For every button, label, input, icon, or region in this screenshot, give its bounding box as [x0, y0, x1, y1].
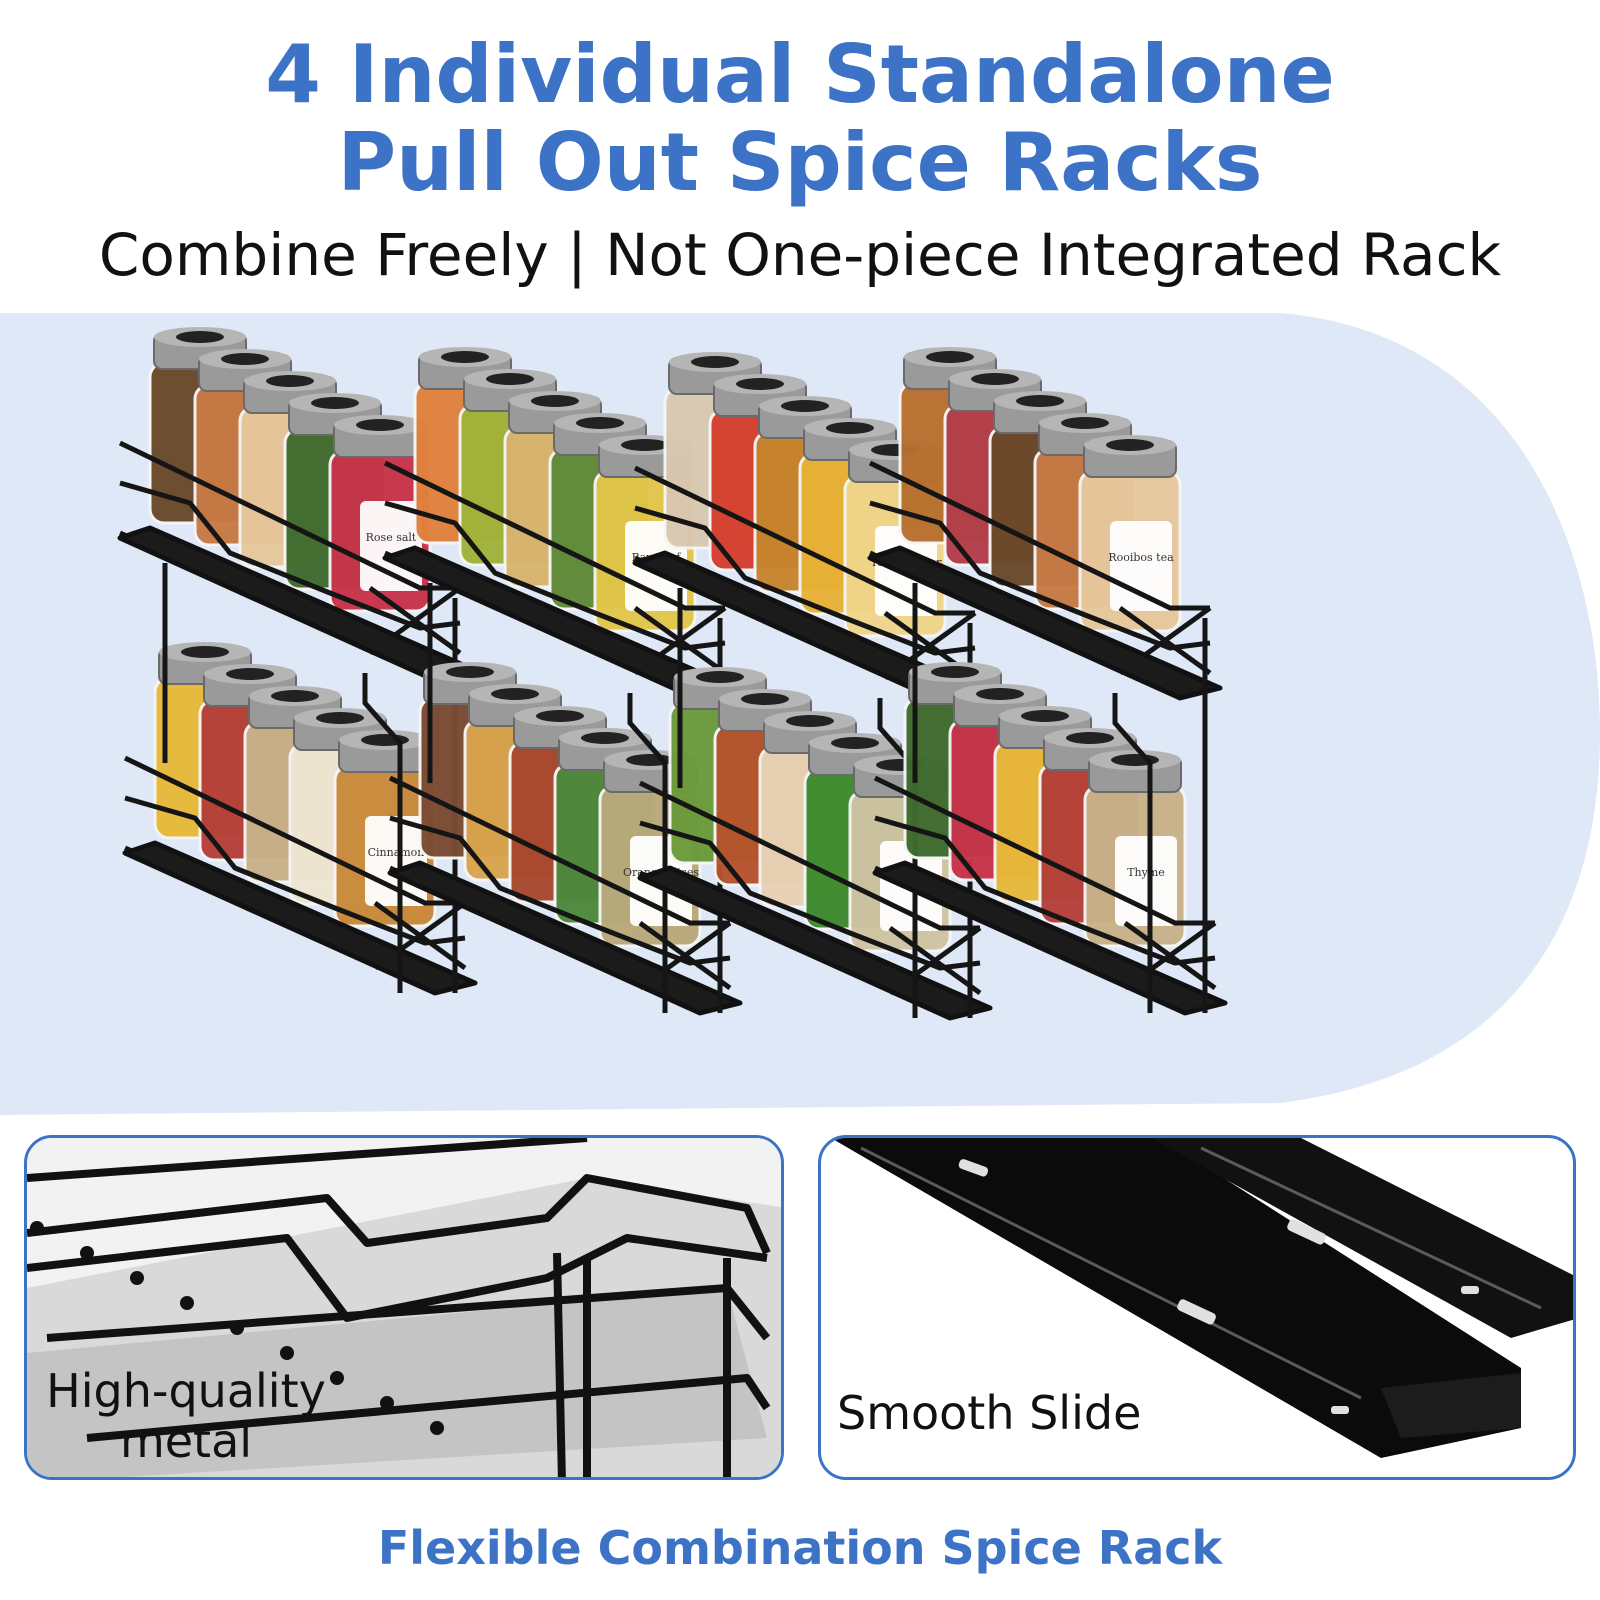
- spice-rack: Bay LeafOrange slices: [382, 347, 743, 1016]
- jar-label: Cinnamon: [368, 846, 425, 859]
- wire-basket: [867, 460, 1223, 701]
- feature-panel-slide: Smooth Slide: [818, 1135, 1576, 1480]
- spice-jar: Rooibos tea: [1078, 435, 1182, 633]
- slide-rail-closeup: [831, 1138, 1573, 1458]
- title-line-1: 4 Individual Standalone: [265, 28, 1335, 121]
- subtitle: Combine Freely | Not One-piece Integrate…: [98, 221, 1502, 289]
- wire-basket: [637, 780, 993, 1021]
- jar-label: Rooibos tea: [1108, 551, 1174, 564]
- wire-basket-closeup: [27, 1138, 781, 1477]
- rack-frame: [912, 583, 1208, 1013]
- metal-feature-label: High-quality metal: [46, 1364, 326, 1468]
- wire-basket: [387, 775, 743, 1016]
- footer-caption: Flexible Combination Spice Rack: [377, 1521, 1223, 1575]
- slide-feature-label: Smooth Slide: [837, 1386, 1142, 1440]
- spice-jar: Thyme: [1083, 750, 1187, 948]
- wire-basket: [872, 775, 1228, 1016]
- feature-panel-metal: High-quality metal: [24, 1135, 784, 1480]
- jar-label: Rose salt: [366, 531, 417, 544]
- jar-label: Thyme: [1127, 866, 1165, 879]
- title-line-2: Pull Out Spice Racks: [337, 116, 1263, 209]
